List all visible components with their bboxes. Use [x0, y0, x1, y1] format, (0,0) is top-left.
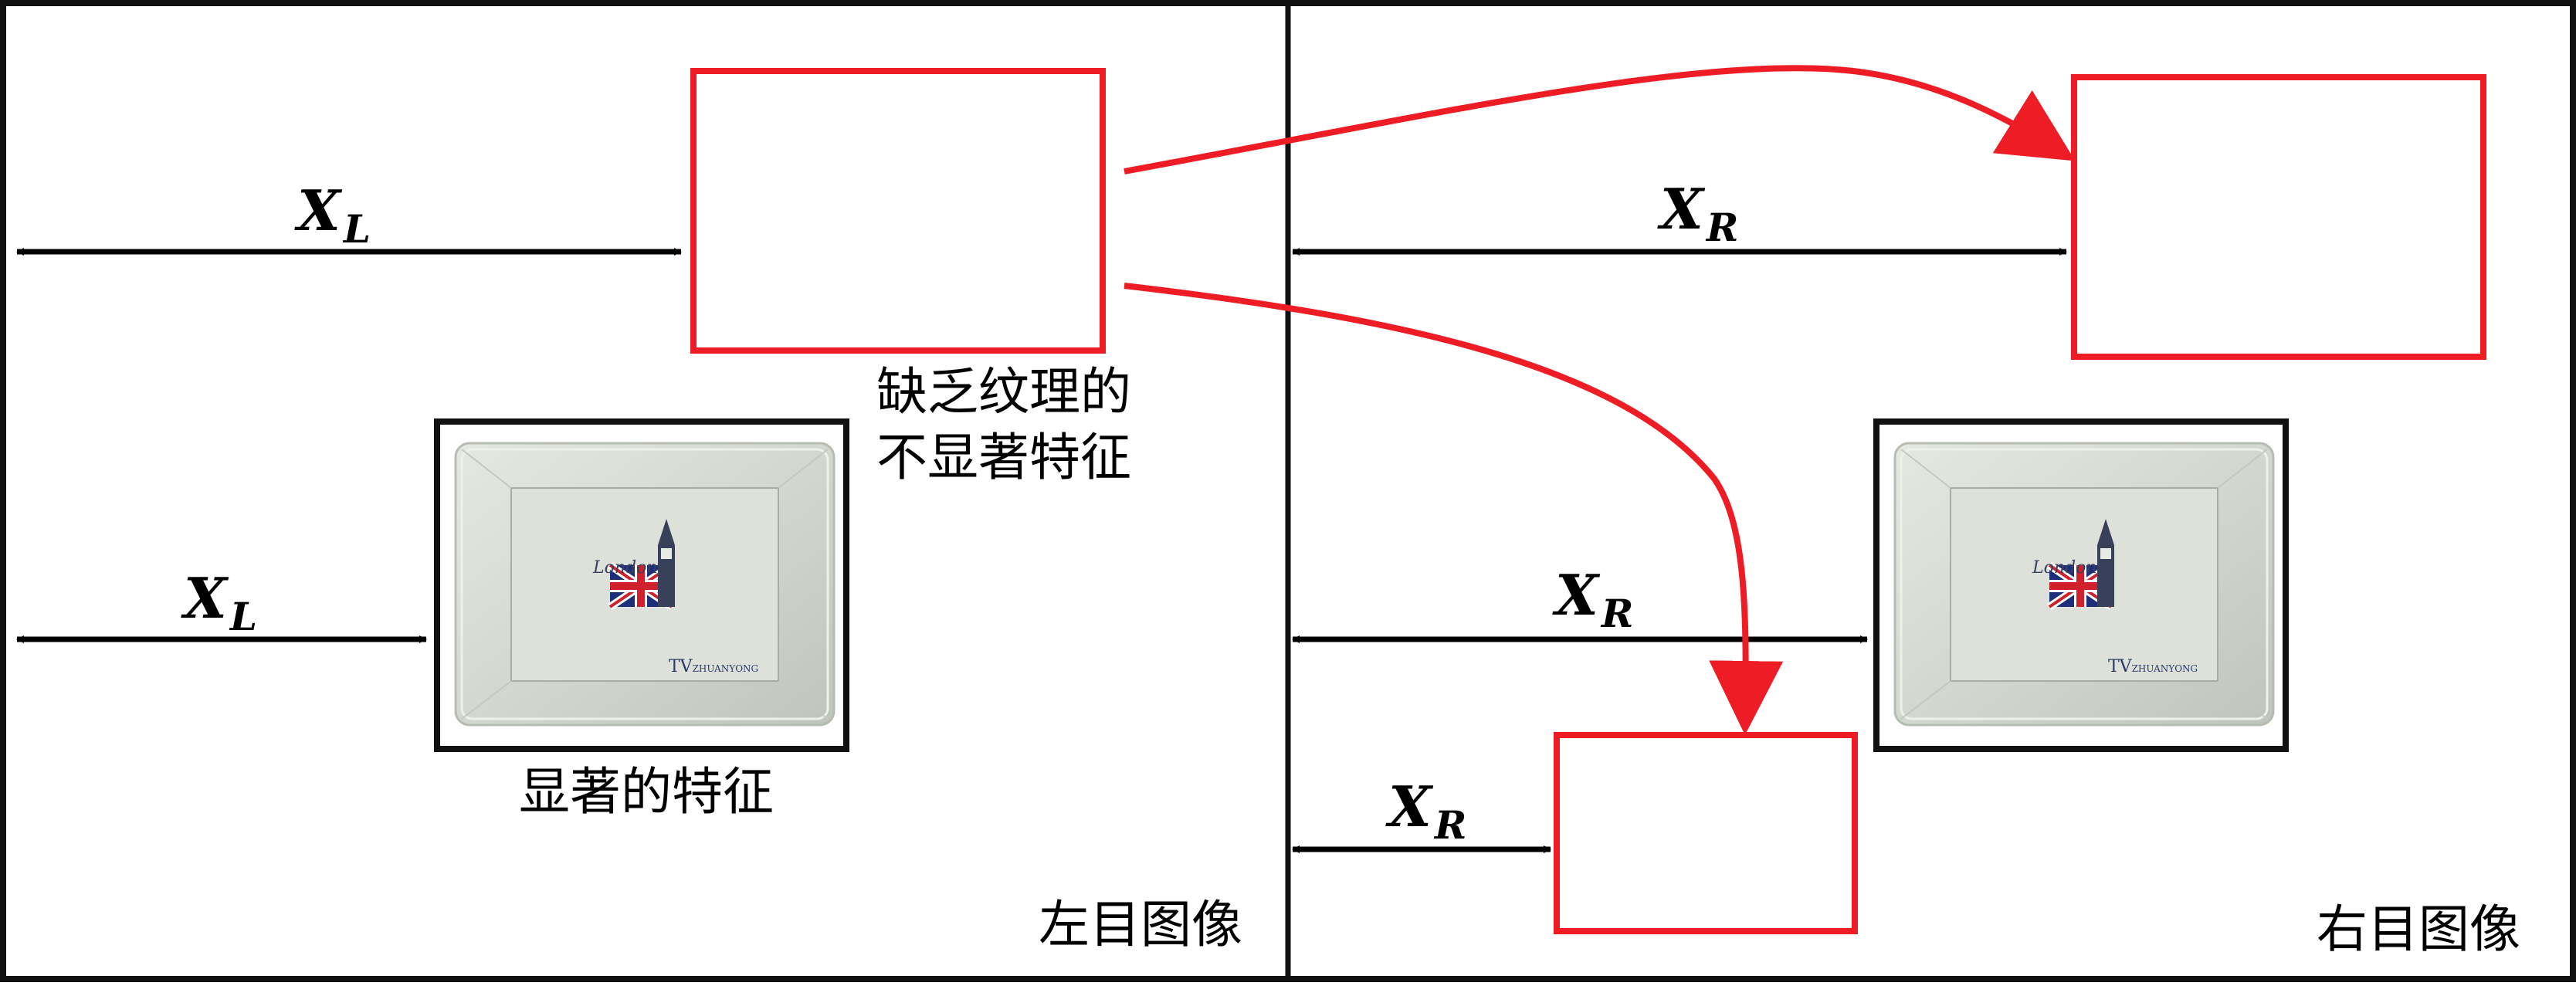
svg-text:London: London [592, 558, 658, 578]
weak-feature-box-left [690, 68, 1106, 354]
distance-label-right-middle: XR [1552, 562, 1633, 636]
strong-feature-caption: 显著的特征 [519, 762, 774, 822]
distance-label-right-top: XR [1657, 176, 1738, 250]
distance-label-left-top: XL [294, 178, 371, 252]
left-image-label: 左目图像 [1039, 895, 1242, 954]
svg-text:London: London [2032, 558, 2097, 578]
weak-feature-caption-line1: 缺乏纹理的 [876, 362, 1131, 422]
distance-label-left-bottom: XL [181, 565, 257, 639]
switch-plate-image-left: London TVZHUANYONG [456, 443, 834, 725]
match-arrow-correct [1124, 65, 2076, 174]
mismatched-box-right-bottom [1554, 732, 1858, 934]
weak-feature-caption-line2: 不显著特征 [876, 428, 1131, 487]
distance-label-right-bottom: XR [1385, 774, 1466, 848]
switch-plate-image-right: London TVZHUANYONG [1895, 443, 2273, 725]
matched-box-right-top [2071, 74, 2486, 360]
right-image-label: 右目图像 [2317, 900, 2520, 959]
right-panel: XR XR London TVZHUANYONG XR 右目图像 [1292, 74, 2520, 959]
match-arrow-ambiguous [1124, 283, 1784, 735]
switch-plate-brand-left: TVZHUANYONG [669, 657, 758, 676]
switch-plate-brand-right: TVZHUANYONG [2108, 657, 2198, 676]
left-panel: XL 缺乏纹理的 不显著特征 XL London TVZHUANYONG 显著的… [16, 68, 1242, 954]
